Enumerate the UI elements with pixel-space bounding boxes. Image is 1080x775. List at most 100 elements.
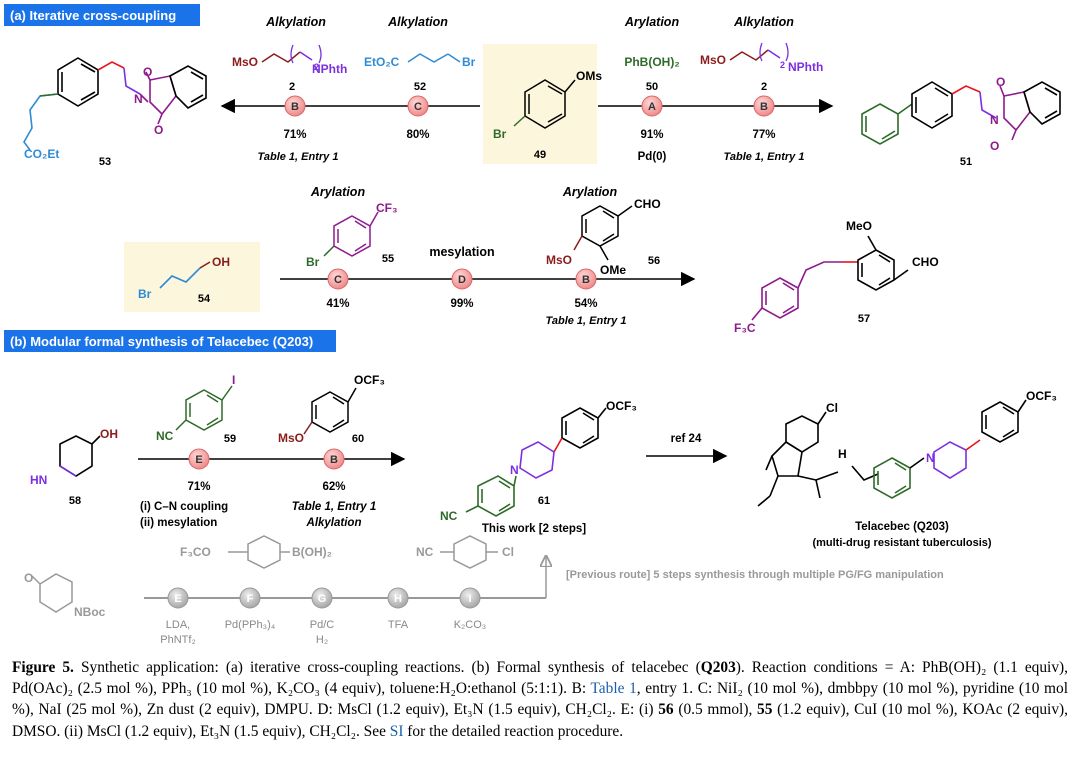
step-B-right: B	[753, 95, 775, 117]
condition-note: (i) C–N coupling	[140, 501, 228, 513]
reagent-number: 56	[648, 255, 660, 267]
svg-text:H₂: H₂	[316, 634, 328, 646]
svg-text:MsO: MsO	[700, 53, 726, 67]
table-link[interactable]: Table 1	[590, 680, 637, 698]
svg-text:E: E	[195, 454, 202, 466]
label-nboc: NBoc	[74, 605, 106, 619]
reagent-number: 52	[414, 81, 426, 93]
reagent-number: 60	[352, 433, 364, 445]
compound-53	[23, 57, 207, 151]
role-label: Arylation	[562, 185, 618, 199]
label-nc: NC	[416, 545, 434, 559]
compound-ref: 55	[757, 701, 773, 719]
compound-54	[159, 261, 211, 289]
caption-text: (1.2 equiv), CuI (10 mol %), KOAc (2 equ…	[12, 701, 1068, 740]
reagent-number: 2	[761, 81, 767, 93]
yield: 71%	[283, 129, 306, 141]
label-ocf3: OCF₃	[606, 399, 637, 413]
label-ocf3: OCF₃	[1026, 389, 1057, 403]
svg-text:C: C	[414, 101, 422, 113]
svg-text:EtO₂C: EtO₂C	[364, 55, 400, 69]
yield: 41%	[326, 298, 349, 310]
reagent-number: 59	[224, 433, 236, 445]
role-label: Alkylation	[733, 15, 794, 29]
yield: 80%	[406, 129, 429, 141]
yield: 91%	[640, 129, 663, 141]
compound-ref: 56	[658, 701, 674, 719]
svg-text:C: C	[334, 274, 342, 286]
compound-57	[751, 235, 909, 321]
compound-number: 57	[858, 313, 870, 325]
reagent-number: 2	[289, 81, 295, 93]
this-work-caption: This work [2 steps]	[482, 523, 586, 535]
prev-step-F: F Pd(PPh₃)₄	[225, 587, 276, 631]
compound-number: 51	[960, 156, 972, 168]
compound-51	[861, 81, 1061, 145]
label-br: Br	[306, 255, 320, 269]
reagent-59	[175, 385, 233, 431]
svg-text:B: B	[760, 101, 768, 113]
condition-note: Table 1, Entry 1	[258, 151, 339, 163]
compound-number: 61	[538, 495, 550, 507]
reagent-number: 55	[382, 253, 394, 265]
label-ome: OMe	[600, 263, 626, 277]
label-o: O	[990, 139, 999, 153]
yield: 77%	[752, 129, 775, 141]
label-nh: H	[838, 447, 847, 461]
svg-text:K₂CO₃: K₂CO₃	[454, 619, 487, 631]
step-C-mid: C	[327, 268, 349, 290]
label-cho: CHO	[634, 197, 661, 211]
label-mso: MsO	[278, 431, 304, 445]
compound-number: 49	[534, 149, 546, 161]
caption-text: for the detailed reaction procedure.	[403, 722, 624, 740]
caption-text: ). Reaction conditions = A: PhB(OH)₂ (1.…	[12, 659, 1068, 698]
label-o: O	[154, 123, 163, 137]
svg-text:2: 2	[314, 62, 319, 72]
label-cf3: CF₃	[376, 201, 398, 215]
role-label: Arylation	[310, 185, 366, 199]
label-ocf3: OCF₃	[354, 373, 385, 387]
caption-text: Synthetic application: (a) iterative cro…	[73, 659, 701, 676]
reagent-56	[573, 205, 633, 261]
compound-58	[59, 435, 101, 477]
reagent-50: PhB(OH)₂	[624, 55, 679, 69]
label-meo: MeO	[846, 219, 872, 233]
label-o: O	[24, 571, 33, 585]
label-nc: NC	[440, 509, 458, 523]
prev-step-E: E LDA, PhNTf₂	[160, 587, 196, 646]
svg-text:PhNTf₂: PhNTf₂	[160, 634, 195, 646]
yield: 54%	[574, 298, 597, 310]
compound-61	[465, 407, 607, 517]
svg-text:H: H	[394, 593, 402, 605]
svg-text:Pd/C: Pd/C	[310, 619, 335, 631]
telacebec-structure	[757, 399, 1027, 507]
svg-text:D: D	[458, 274, 466, 286]
svg-text:E: E	[174, 593, 181, 605]
label-o: O	[143, 65, 152, 79]
reagent-2-left: MsO 2 NPhth	[232, 44, 347, 76]
section-b-title: (b) Modular formal synthesis of Telacebe…	[10, 334, 313, 349]
svg-text:MsO: MsO	[232, 55, 258, 69]
svg-text:2: 2	[780, 60, 785, 70]
svg-text:NPhth: NPhth	[788, 60, 823, 74]
start-49-highlight	[483, 44, 597, 164]
compound-number: 53	[99, 156, 111, 168]
svg-text:LDA,: LDA,	[166, 619, 190, 631]
label-n: N	[926, 451, 935, 465]
label-oh: OH	[212, 255, 230, 269]
svg-text:F: F	[247, 593, 254, 605]
label-ester: CO₂Et	[24, 147, 59, 161]
label-n: N	[990, 113, 999, 127]
caption-text: , entry 1. C: NiI₂ (10 mol %), dmbbpy (1…	[12, 680, 1068, 719]
role-label: mesylation	[429, 245, 494, 259]
si-link[interactable]: SI	[389, 722, 404, 740]
role-label: Alkylation	[265, 15, 326, 29]
figure-label: Figure 5.	[12, 659, 74, 676]
caption-text: (0.5 mmol),	[673, 701, 758, 719]
role-label: Arylation	[624, 15, 680, 29]
condition-note: Table 1, Entry 1	[292, 501, 377, 513]
section-a-title: (a) Iterative cross-coupling	[10, 8, 176, 23]
reagent-number: 50	[646, 81, 658, 93]
svg-text:B: B	[330, 454, 338, 466]
label-cl: Cl	[502, 545, 514, 559]
